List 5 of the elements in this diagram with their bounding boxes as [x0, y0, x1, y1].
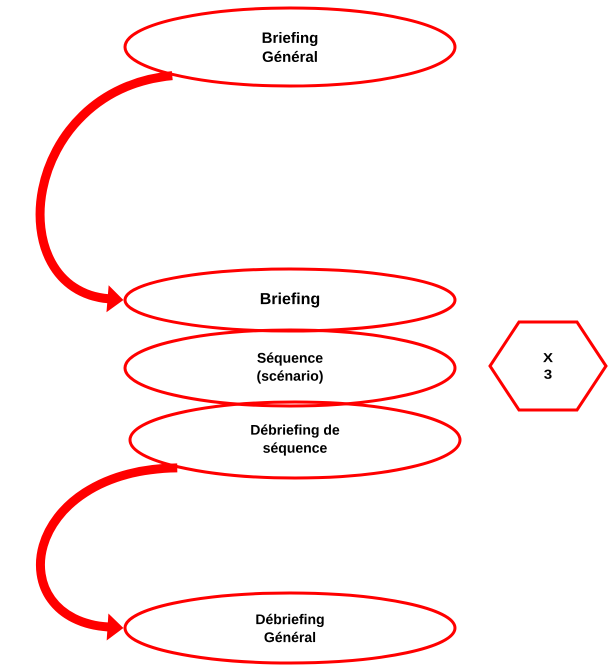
ellipse-node: Débriefing de séquence	[128, 400, 462, 480]
ellipse-node: Débriefing Général	[124, 592, 456, 664]
ellipse-node: Séquence (scénario)	[124, 328, 456, 408]
ellipse-node: Briefing	[124, 268, 456, 332]
ellipse-node: Briefing Général	[124, 6, 456, 88]
